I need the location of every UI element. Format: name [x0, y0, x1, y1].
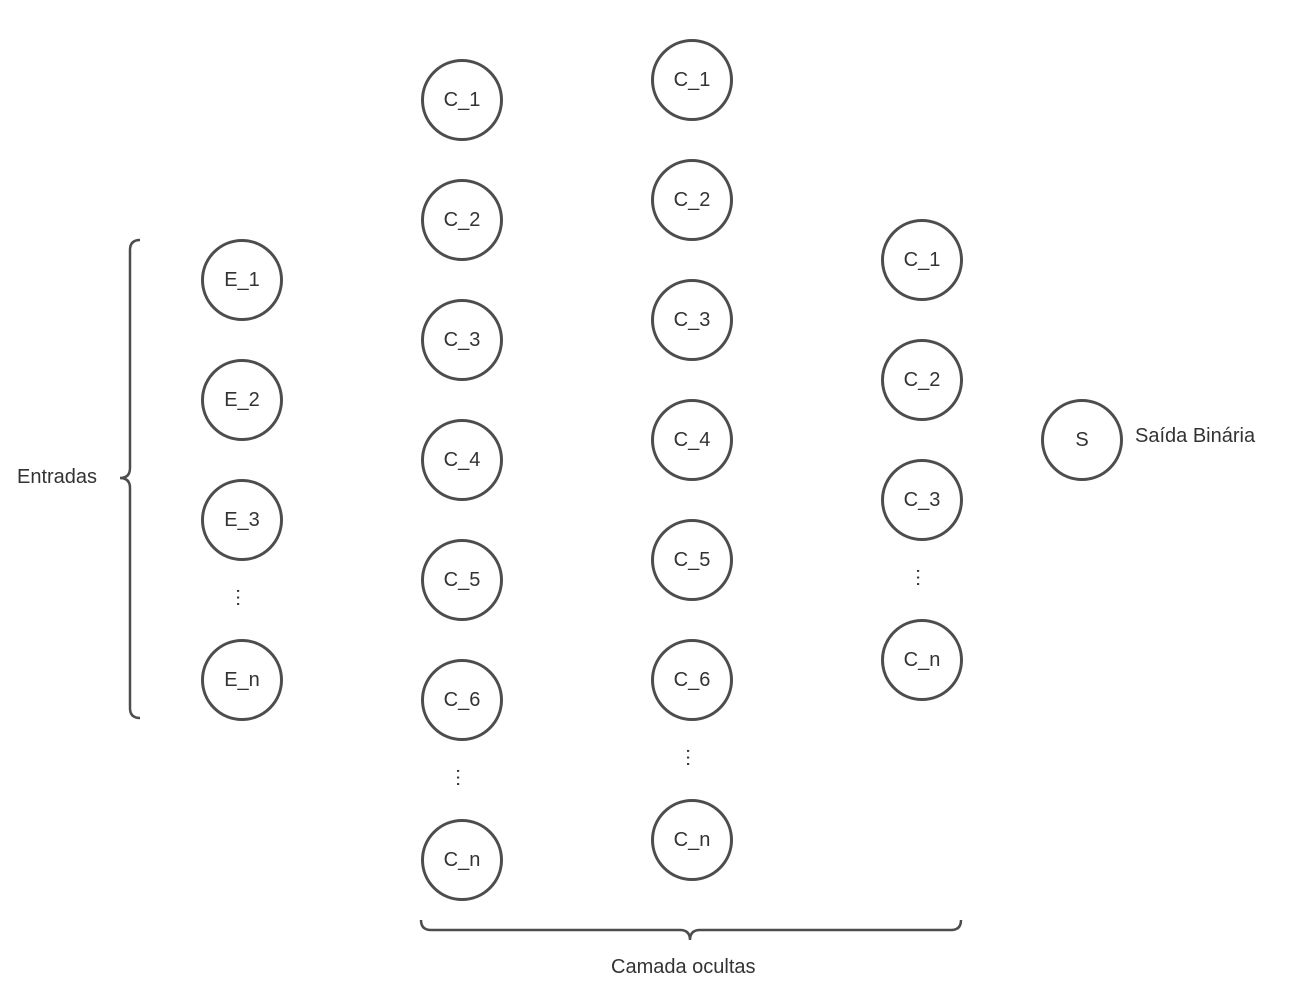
hidden1-node-3: C_3	[421, 299, 503, 381]
input-ellipsis: ...	[232, 588, 254, 608]
input-node-1: E_1	[201, 239, 283, 321]
hidden2-node-n: C_n	[651, 799, 733, 881]
input-node-2: E_2	[201, 359, 283, 441]
hidden3-node-3: C_3	[881, 459, 963, 541]
hidden2-node-4: C_4	[651, 399, 733, 481]
hidden1-node-2: C_2	[421, 179, 503, 261]
hidden1-node-n: C_n	[421, 819, 503, 901]
hidden3-node-1: C_1	[881, 219, 963, 301]
hidden1-node-1: C_1	[421, 59, 503, 141]
input-node-3: E_3	[201, 479, 283, 561]
hidden2-node-6: C_6	[651, 639, 733, 721]
input-node-n: E_n	[201, 639, 283, 721]
hidden3-ellipsis: ...	[912, 568, 934, 588]
hidden2-ellipsis: ...	[682, 748, 704, 768]
hidden2-node-1: C_1	[651, 39, 733, 121]
hidden1-ellipsis: ...	[452, 768, 474, 788]
hidden1-node-5: C_5	[421, 539, 503, 621]
hidden2-node-5: C_5	[651, 519, 733, 601]
hidden2-node-3: C_3	[651, 279, 733, 361]
hidden3-node-n: C_n	[881, 619, 963, 701]
hidden3-node-2: C_2	[881, 339, 963, 421]
hidden-layers-brace	[419, 919, 963, 941]
input-layer-label: Entradas	[17, 466, 98, 488]
hidden1-node-6: C_6	[421, 659, 503, 741]
input-brace	[119, 238, 141, 720]
output-label: Saída Binária	[1135, 425, 1256, 447]
hidden-layers-label: Camada ocultas	[611, 956, 756, 978]
output-node: S	[1041, 399, 1123, 481]
hidden2-node-2: C_2	[651, 159, 733, 241]
hidden1-node-4: C_4	[421, 419, 503, 501]
